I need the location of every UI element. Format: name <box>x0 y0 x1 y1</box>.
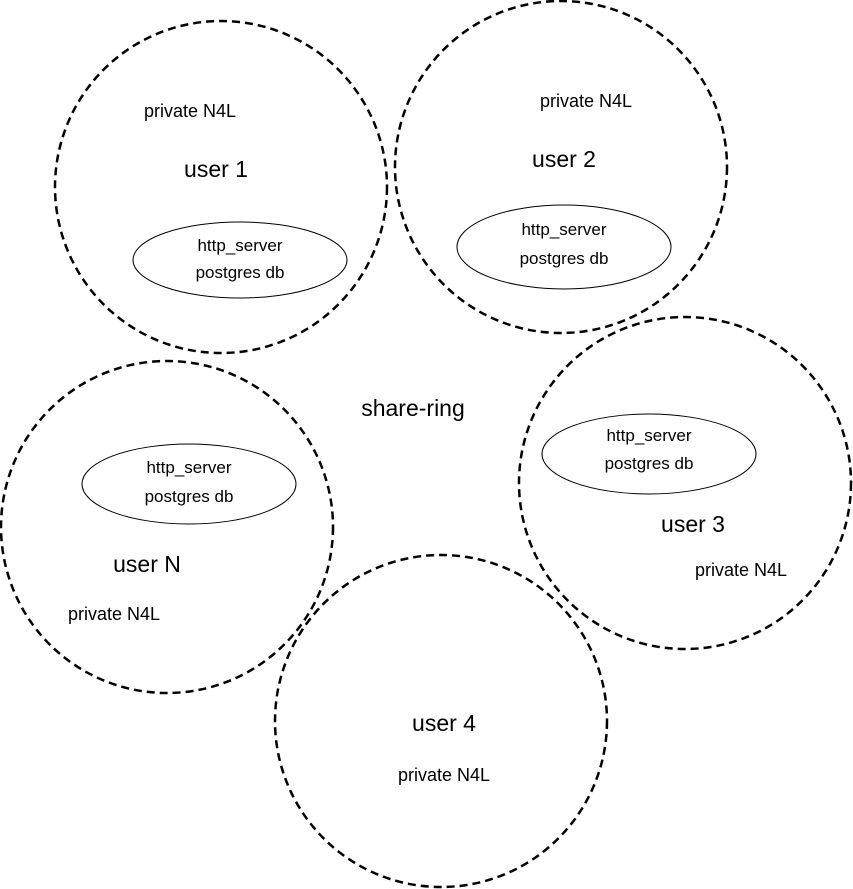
user-4-private-label: private N4L <box>398 765 490 785</box>
user-2-private-label: private N4L <box>540 91 632 111</box>
user-4-circle <box>273 553 609 889</box>
user-1-domain: private N4L user 1 http_server postgres … <box>53 19 389 355</box>
user-1-label: user 1 <box>184 156 248 182</box>
user-4-domain: user 4 private N4L <box>273 553 609 889</box>
user-1-private-label: private N4L <box>144 101 236 121</box>
user-3-circle <box>517 315 853 651</box>
user-1-services-ellipse <box>132 221 348 299</box>
user-1-service-db: postgres db <box>196 263 285 282</box>
user-2-service-http: http_server <box>521 220 606 239</box>
user-n-label: user N <box>113 551 181 577</box>
user-2-circle <box>393 0 729 335</box>
user-3-services-ellipse <box>541 413 757 495</box>
user-3-domain: http_server postgres db user 3 private N… <box>517 315 853 651</box>
user-1-circle <box>53 19 389 355</box>
user-2-services-ellipse <box>456 204 672 290</box>
user-3-private-label: private N4L <box>695 560 787 580</box>
user-n-private-label: private N4L <box>68 604 160 624</box>
user-n-service-http: http_server <box>146 458 231 477</box>
user-3-service-db: postgres db <box>605 454 694 473</box>
user-n-services-ellipse <box>81 443 297 525</box>
user-3-service-http: http_server <box>606 426 691 445</box>
share-ring-label: share-ring <box>361 395 465 421</box>
user-2-service-db: postgres db <box>520 249 609 268</box>
user-n-domain: http_server postgres db user N private N… <box>0 359 335 695</box>
user-n-service-db: postgres db <box>145 487 234 506</box>
user-3-label: user 3 <box>661 511 725 537</box>
user-1-service-http: http_server <box>197 236 282 255</box>
user-2-domain: private N4L user 2 http_server postgres … <box>393 0 729 335</box>
user-n-circle <box>0 359 335 695</box>
user-2-label: user 2 <box>532 146 596 172</box>
user-4-label: user 4 <box>412 710 476 736</box>
